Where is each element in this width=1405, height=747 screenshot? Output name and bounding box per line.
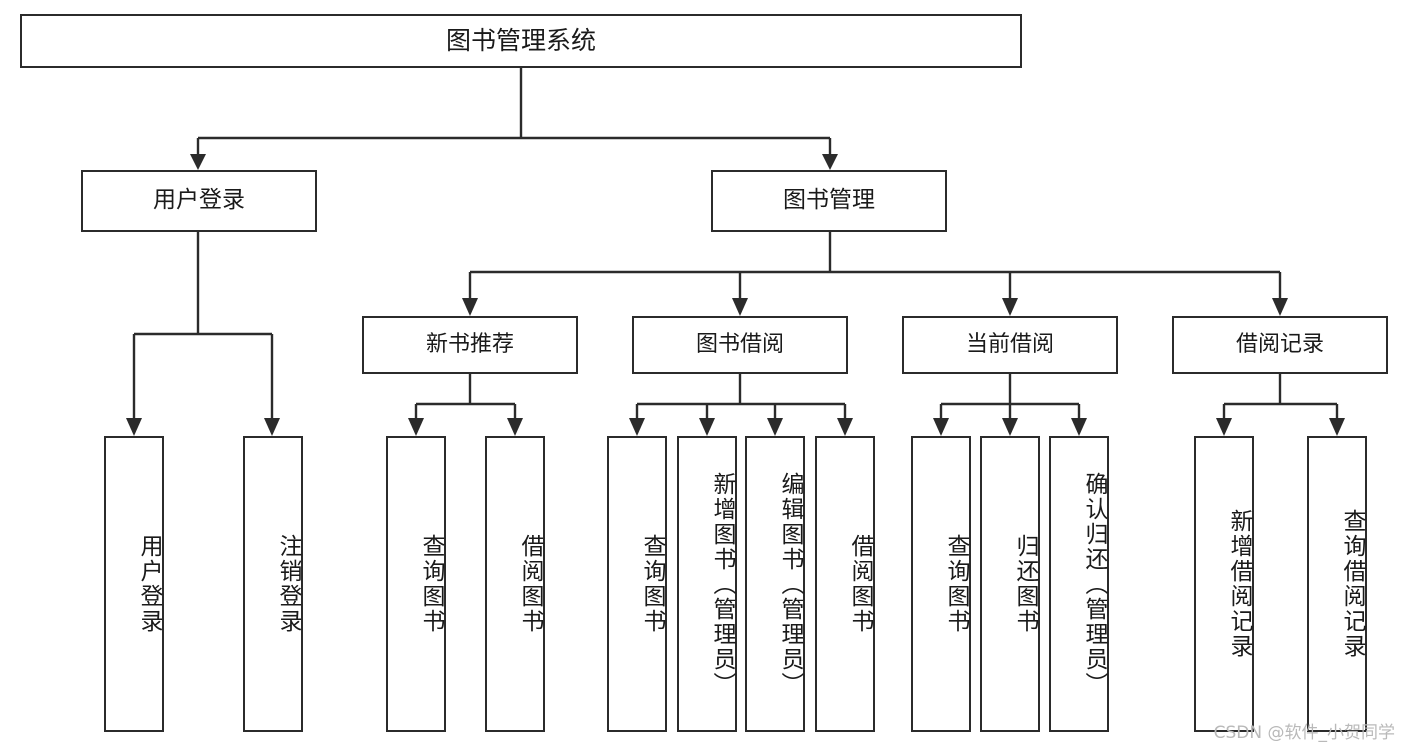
node-borrow-record[interactable]: 借阅记录: [1172, 316, 1388, 374]
node-leaf-add-record-label: 新增借阅记录: [1226, 509, 1252, 659]
node-leaf-borrow-book-2[interactable]: 借阅图书: [815, 436, 875, 732]
node-book-manage[interactable]: 图书管理: [711, 170, 947, 232]
node-leaf-confirm-return[interactable]: 确认归还（管理员）: [1049, 436, 1109, 732]
arrowhead-leaf-confirm-return: [1071, 418, 1087, 436]
node-borrow-record-label: 借阅记录: [1235, 332, 1324, 358]
node-leaf-edit-book[interactable]: 编辑图书（管理员）: [745, 436, 805, 732]
node-leaf-borrow-book-2-label: 借阅图书: [847, 534, 873, 634]
node-new-book-recommend-label: 新书推荐: [425, 332, 514, 358]
node-root-label: 图书管理系统: [445, 26, 596, 56]
node-book-borrow[interactable]: 图书借阅: [632, 316, 848, 374]
node-current-borrow[interactable]: 当前借阅: [902, 316, 1118, 374]
node-leaf-confirm-return-label: 确认归还（管理员）: [1081, 471, 1107, 697]
arrowhead-leaf-user-login: [126, 418, 142, 436]
node-leaf-return-book[interactable]: 归还图书: [980, 436, 1040, 732]
arrowhead-leaf-logout-login: [264, 418, 280, 436]
node-leaf-borrow-book-1[interactable]: 借阅图书: [485, 436, 545, 732]
arrowhead-leaf-query-book-2: [629, 418, 645, 436]
node-leaf-query-record-label: 查询借阅记录: [1339, 509, 1365, 659]
csdn-watermark: CSDN @软件_小贺同学: [1213, 723, 1395, 743]
arrowhead-leaf-add-record: [1216, 418, 1232, 436]
arrowhead-leaf-add-book: [699, 418, 715, 436]
arrowhead-book-manage: [822, 154, 838, 170]
node-leaf-user-login-label: 用户登录: [136, 534, 162, 634]
arrowhead-leaf-query-record: [1329, 418, 1345, 436]
node-leaf-query-book-2-label: 查询图书: [639, 534, 665, 634]
node-book-manage-label: 图书管理: [783, 187, 875, 214]
arrowhead-leaf-query-book-3: [933, 418, 949, 436]
node-user-login[interactable]: 用户登录: [81, 170, 317, 232]
node-new-book-recommend[interactable]: 新书推荐: [362, 316, 578, 374]
arrowhead-leaf-borrow-book-1: [507, 418, 523, 436]
node-book-borrow-label: 图书借阅: [695, 332, 784, 358]
node-leaf-query-record[interactable]: 查询借阅记录: [1307, 436, 1367, 732]
node-user-login-label: 用户登录: [153, 187, 245, 214]
node-leaf-query-book-1[interactable]: 查询图书: [386, 436, 446, 732]
node-leaf-query-book-3[interactable]: 查询图书: [911, 436, 971, 732]
node-leaf-logout-login[interactable]: 注销登录: [243, 436, 303, 732]
node-leaf-add-book-label: 新增图书（管理员）: [709, 471, 735, 697]
node-root[interactable]: 图书管理系统: [20, 14, 1022, 68]
arrowhead-new-book-recommend: [462, 298, 478, 316]
node-leaf-query-book-3-label: 查询图书: [943, 534, 969, 634]
arrowhead-current-borrow: [1002, 298, 1018, 316]
node-leaf-borrow-book-1-label: 借阅图书: [517, 534, 543, 634]
arrowhead-leaf-edit-book: [767, 418, 783, 436]
node-leaf-add-book[interactable]: 新增图书（管理员）: [677, 436, 737, 732]
node-leaf-user-login[interactable]: 用户登录: [104, 436, 164, 732]
arrowhead-book-borrow: [732, 298, 748, 316]
arrowhead-leaf-return-book: [1002, 418, 1018, 436]
arrowhead-leaf-query-book-1: [408, 418, 424, 436]
node-leaf-return-book-label: 归还图书: [1012, 534, 1038, 634]
node-leaf-add-record[interactable]: 新增借阅记录: [1194, 436, 1254, 732]
node-leaf-query-book-2[interactable]: 查询图书: [607, 436, 667, 732]
arrowhead-user-login: [190, 154, 206, 170]
arrowhead-borrow-record: [1272, 298, 1288, 316]
node-leaf-query-book-1-label: 查询图书: [418, 534, 444, 634]
node-leaf-edit-book-label: 编辑图书（管理员）: [777, 471, 803, 697]
arrowhead-leaf-borrow-book-2: [837, 418, 853, 436]
node-leaf-logout-login-label: 注销登录: [275, 534, 301, 634]
node-current-borrow-label: 当前借阅: [965, 332, 1054, 358]
